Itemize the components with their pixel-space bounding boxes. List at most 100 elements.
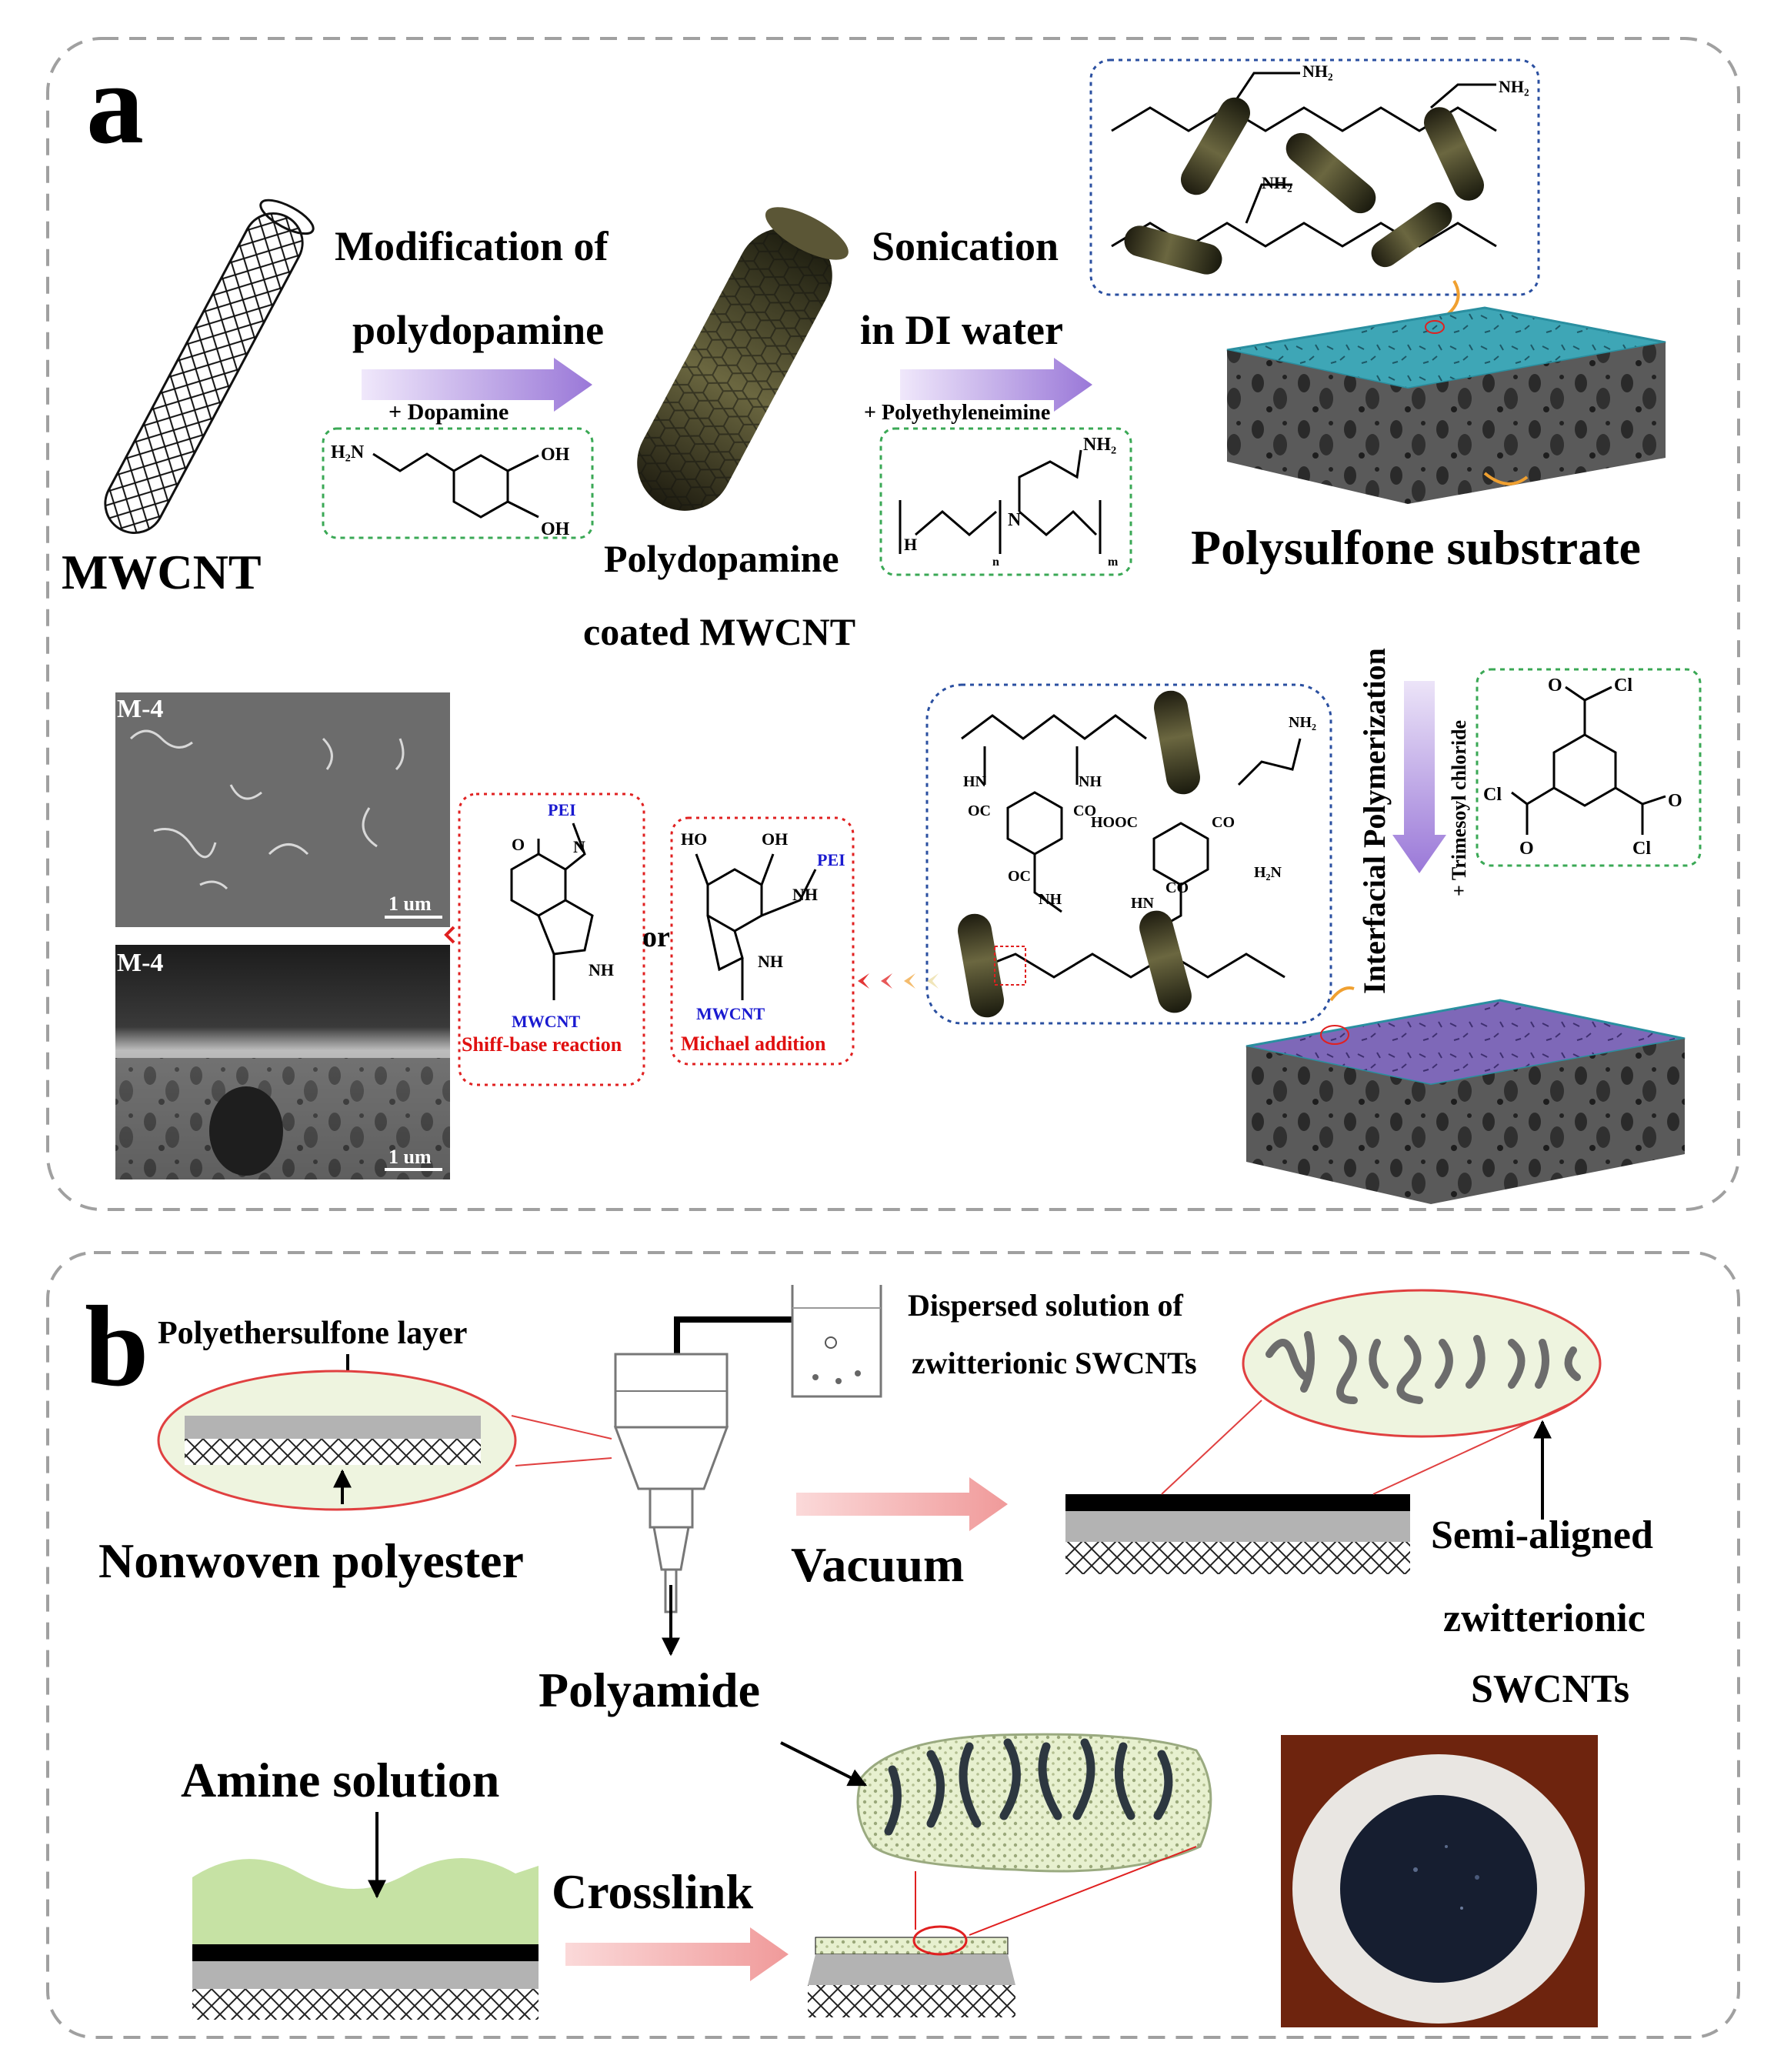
michael-nh-2: NH [758, 952, 783, 971]
sem-bottom-tag: M-4 [117, 949, 163, 977]
schiff-base-structure: PEI O N NH MWCNT Shiff-base reaction [458, 792, 645, 1086]
network-top-nh2-3: NH₂ [1262, 173, 1292, 192]
pda-label-line1: Polydopamine [604, 537, 839, 580]
network-top-nh2-2: NH₂ [1499, 77, 1529, 96]
pa-nh2: NH₂ [1289, 714, 1316, 731]
pa-oc-1: OC [968, 802, 991, 819]
sem-bottom-scale: 1 um [388, 1146, 432, 1168]
mwcnt-illustration [104, 199, 315, 535]
pa-hn-1: HN [963, 773, 987, 790]
pa-co-1: CO [1073, 802, 1096, 819]
beaker-icon [791, 1285, 882, 1398]
substrate-label: Polysulfone substrate [1191, 520, 1641, 575]
crosslinked-membrane [808, 1925, 1015, 2017]
step1-title-line2: polydopamine [352, 307, 604, 353]
pa-h2n: H₂N [1254, 864, 1282, 881]
dispersion-line2: zwitterionic SWCNTs [912, 1346, 1197, 1380]
schiff-o: O [512, 835, 525, 854]
network-callout-arrow [1445, 279, 1460, 317]
pa-nh-2: NH [1039, 891, 1062, 908]
schiff-n: N [573, 837, 585, 856]
step2-reagent: + Polyethyleneimine [864, 401, 1050, 425]
pei-nh2: NH₂ [1083, 435, 1116, 455]
aligned-swcnt-zoom [1242, 1289, 1602, 1438]
aligned-membrane [1065, 1494, 1410, 1574]
pei-m-sub: m [1108, 556, 1119, 569]
reaction-chevrons [858, 973, 939, 989]
step1-arrow [362, 358, 592, 412]
pei-structure: NH₂ N H n m [879, 427, 1132, 576]
dispersion-line1: Dispersed solution of [908, 1288, 1183, 1323]
sem-pointer [444, 926, 455, 944]
filtration-funnel [613, 1316, 823, 1657]
pei-cnt-network: NH₂ NH₂ NH₂ [1089, 58, 1540, 296]
tmc-cl-left: Cl [1483, 785, 1502, 805]
tmc-cl-right: Cl [1632, 839, 1651, 859]
tmc-structure: O Cl Cl O O Cl [1476, 668, 1702, 867]
nonwoven-label: Nonwoven polyester [98, 1533, 524, 1588]
michael-mwcnt: MWCNT [696, 1004, 765, 1023]
amine-label: Amine solution [181, 1753, 499, 1807]
ip-arrow [1392, 681, 1446, 873]
sem-top-tag: M-4 [117, 695, 163, 723]
sem-top-scale: 1 um [388, 893, 432, 915]
michael-pei: PEI [817, 850, 845, 869]
vacuum-label: Vacuum [791, 1537, 964, 1592]
dopamine-oh-bottom: OH [541, 519, 570, 539]
step1-title-line1: Modification of [335, 223, 609, 269]
vacuum-arrow [796, 1477, 1008, 1531]
polyamide-network: HN OC NH CO NH₂ HOOC CO OC NH H₂N HN CO [925, 683, 1332, 1025]
panel-a-letter: a [86, 40, 144, 168]
pei-n: N [1008, 510, 1022, 530]
schiff-pei: PEI [548, 800, 576, 819]
step2-arrow [900, 358, 1092, 412]
schiff-nh: NH [589, 960, 614, 979]
crosslinked-zoom-pointer [780, 1741, 868, 1787]
step2-title-line2: in DI water [860, 307, 1063, 353]
pda-mwcnt-illustration [637, 207, 849, 511]
michael-ho: HO [681, 829, 707, 849]
pa-callout-arrow [1329, 986, 1355, 1002]
membrane-photo [1281, 1735, 1598, 2027]
michael-oh: OH [762, 829, 788, 849]
aligned-line1: Semi-aligned [1431, 1513, 1653, 1557]
zoom-lines-left [511, 1415, 612, 1466]
network-top-nh2-1: NH₂ [1302, 62, 1333, 81]
tmc-cl-top: Cl [1614, 676, 1632, 696]
pa-hn-2: HN [1131, 895, 1155, 912]
amine-solution-membrane [192, 1858, 539, 2020]
schiff-mwcnt: MWCNT [512, 1012, 581, 1031]
tmc-o-top: O [1548, 676, 1562, 696]
or-text: or [642, 921, 670, 953]
membrane-cross-section-zoom [157, 1370, 517, 1511]
michael-caption: Michael addition [681, 1033, 826, 1055]
michael-nh-1: NH [792, 885, 818, 904]
polyamide-label: Polyamide [539, 1663, 760, 1717]
pa-co-3: CO [1165, 879, 1189, 896]
pes-label: Polyethersulfone layer [158, 1316, 467, 1351]
tmc-reagent: + Trimesoyl chloride [1448, 720, 1470, 896]
pa-co-2: CO [1212, 814, 1235, 831]
michael-addition-structure: HO OH PEI NH NH MWCNT Michael addition [670, 816, 855, 1066]
pa-hooc: HOOC [1091, 814, 1138, 831]
crosslink-arrow [565, 1927, 789, 1981]
pei-h: H [904, 535, 917, 554]
crosslinked-swcnt-zoom [856, 1733, 1212, 1873]
step2-title-line1: Sonication [872, 223, 1059, 269]
dopamine-oh-top: OH [541, 445, 570, 465]
sem-top-image: M-4 1 um [115, 692, 450, 927]
tmc-o-left: O [1519, 839, 1534, 859]
mwcnt-label: MWCNT [62, 545, 262, 599]
panel-a-frame [46, 37, 1740, 1211]
pa-nh-1: NH [1079, 773, 1102, 790]
substrate-callout-arrow [1483, 472, 1529, 485]
tmc-o-right: O [1668, 791, 1682, 811]
pa-oc-2: OC [1008, 868, 1031, 885]
pei-n-sub: n [992, 556, 999, 569]
crosslink-label: Crosslink [552, 1864, 753, 1919]
zoom-lines-crosslinked [915, 1846, 1197, 1936]
aligned-line2: zwitterionic [1443, 1597, 1646, 1640]
step1-reagent: + Dopamine [388, 399, 509, 425]
schiff-caption: Shiff-base reaction [462, 1033, 622, 1056]
